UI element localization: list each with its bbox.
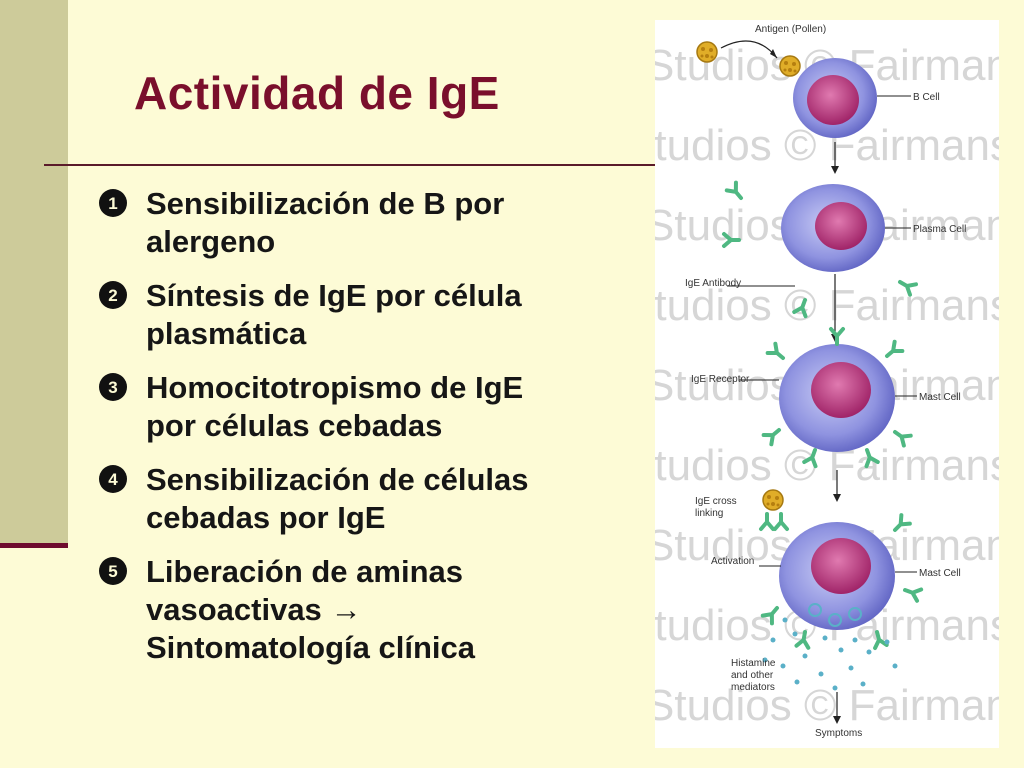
svg-text:Studios © Fairmanstudios: Studios © Fairmanstudios <box>655 681 999 730</box>
bullet-item-5: 5 Liberación de aminas vasoactivas → Sin… <box>98 553 638 667</box>
label-symptoms: Symptoms <box>815 728 862 739</box>
label-mediators: mediators <box>731 682 775 693</box>
bullet-text-4: Sensibilización de células cebadas por I… <box>146 461 528 537</box>
circled-number-5-icon: 5 <box>99 557 127 585</box>
antibody-icon <box>900 582 924 603</box>
pollen-icon <box>779 55 801 77</box>
bullet-text-5: Liberación de aminas vasoactivas → Sinto… <box>146 553 475 667</box>
stage-activated-mast-cell: IgE cross linking Activation Mast Cell H… <box>695 489 961 739</box>
bullet-line: por células cebadas <box>146 408 443 443</box>
svg-text:2: 2 <box>108 286 117 305</box>
title-divider <box>44 164 656 166</box>
bullet-text-2: Síntesis de IgE por célula plasmática <box>146 277 522 353</box>
antibody-icon <box>724 180 748 204</box>
label-ige-antibody: IgE Antibody <box>685 278 741 289</box>
left-decor-bar <box>0 0 68 548</box>
svg-text:1: 1 <box>108 194 117 213</box>
stage-mast-cell: IgE Receptor Mast Cell <box>691 327 961 502</box>
ige-mechanism-figure: Studios © Fairmanstudios Studios © Fairm… <box>625 20 1024 748</box>
label-b-cell: B Cell <box>913 92 940 103</box>
bullet-line: Homocitotropismo de IgE <box>146 370 524 405</box>
svg-text:4: 4 <box>108 470 118 489</box>
label-ige-linking: linking <box>695 508 723 519</box>
bullet-line: Síntesis de IgE por célula <box>146 278 522 313</box>
label-mast-cell-2: Mast Cell <box>919 568 961 579</box>
label-ige-receptor: IgE Receptor <box>691 374 750 385</box>
right-arrow-icon: → <box>330 592 362 627</box>
svg-text:Studios © Fairmanstudios: Studios © Fairmanstudios <box>655 281 999 330</box>
label-plasma-cell: Plasma Cell <box>913 224 966 235</box>
bullet-line: Sintomatología clínica <box>146 630 475 665</box>
circled-number-3-icon: 3 <box>99 373 127 401</box>
label-activation: Activation <box>711 556 754 567</box>
bullet-line: alergeno <box>146 224 276 259</box>
label-ige-cross: IgE cross <box>695 496 737 507</box>
antibody-icon <box>765 341 789 365</box>
label-histamine: Histamine <box>731 658 776 669</box>
circled-number-1-icon: 1 <box>99 189 127 217</box>
svg-text:3: 3 <box>108 378 117 397</box>
bullet-item-4: 4 Sensibilización de células cebadas por… <box>98 461 638 537</box>
bullet-item-3: 3 Homocitotropismo de IgE por células ce… <box>98 369 638 445</box>
bullet-item-2: 2 Síntesis de IgE por célula plasmática <box>98 277 638 353</box>
bullet-text-3: Homocitotropismo de IgE por células ceba… <box>146 369 523 445</box>
bullet-item-1: 1 Sensibilización de B por alergeno <box>98 185 638 261</box>
label-mast-cell-1: Mast Cell <box>919 392 961 403</box>
bullet-line: vasoactivas → <box>146 591 475 629</box>
stage-b-cell: Antigen (Pollen) B Cell <box>696 24 940 174</box>
bullet-line-part: vasoactivas <box>146 592 322 627</box>
circled-number-4-icon: 4 <box>99 465 127 493</box>
mechanism-diagram: Studios © Fairmanstudios Studios © Fairm… <box>625 24 1024 739</box>
left-decor-line <box>0 543 68 548</box>
bullet-line: plasmática <box>146 316 307 351</box>
bullet-line: cebadas por IgE <box>146 500 386 535</box>
pollen-icon <box>762 489 784 511</box>
circled-number-2-icon: 2 <box>99 281 127 309</box>
bullet-line: Sensibilización de células <box>146 462 529 497</box>
bullet-line: Liberación de aminas <box>146 554 463 589</box>
bullet-list: 1 Sensibilización de B por alergeno 2 Sí… <box>98 185 638 683</box>
pollen-icon <box>696 41 718 63</box>
bullet-text-1: Sensibilización de B por alergeno <box>146 185 504 261</box>
stage-plasma-cell: Plasma Cell IgE Antibody <box>685 180 966 342</box>
bullet-line: Sensibilización de B por <box>146 186 505 221</box>
antibody-icon <box>881 339 905 363</box>
slide-title: Actividad de IgE <box>134 67 500 119</box>
histamine-granules <box>762 603 898 691</box>
label-and-other: and other <box>731 670 774 681</box>
svg-text:5: 5 <box>108 562 117 581</box>
label-antigen: Antigen (Pollen) <box>755 24 826 35</box>
